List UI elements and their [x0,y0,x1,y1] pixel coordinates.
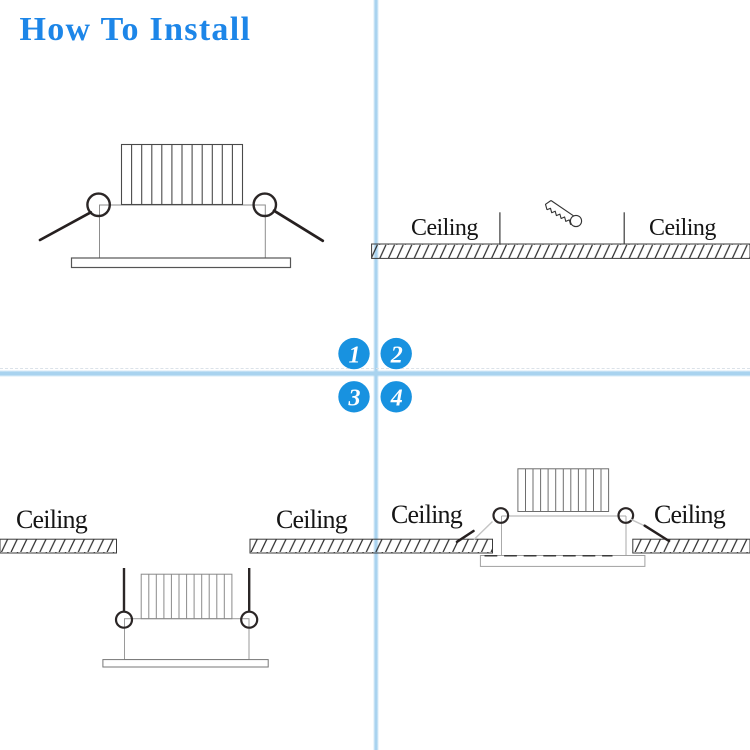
svg-text:4: 4 [390,386,403,412]
svg-text:1: 1 [349,343,361,369]
svg-text:3: 3 [348,386,361,412]
svg-text:2: 2 [390,343,403,369]
